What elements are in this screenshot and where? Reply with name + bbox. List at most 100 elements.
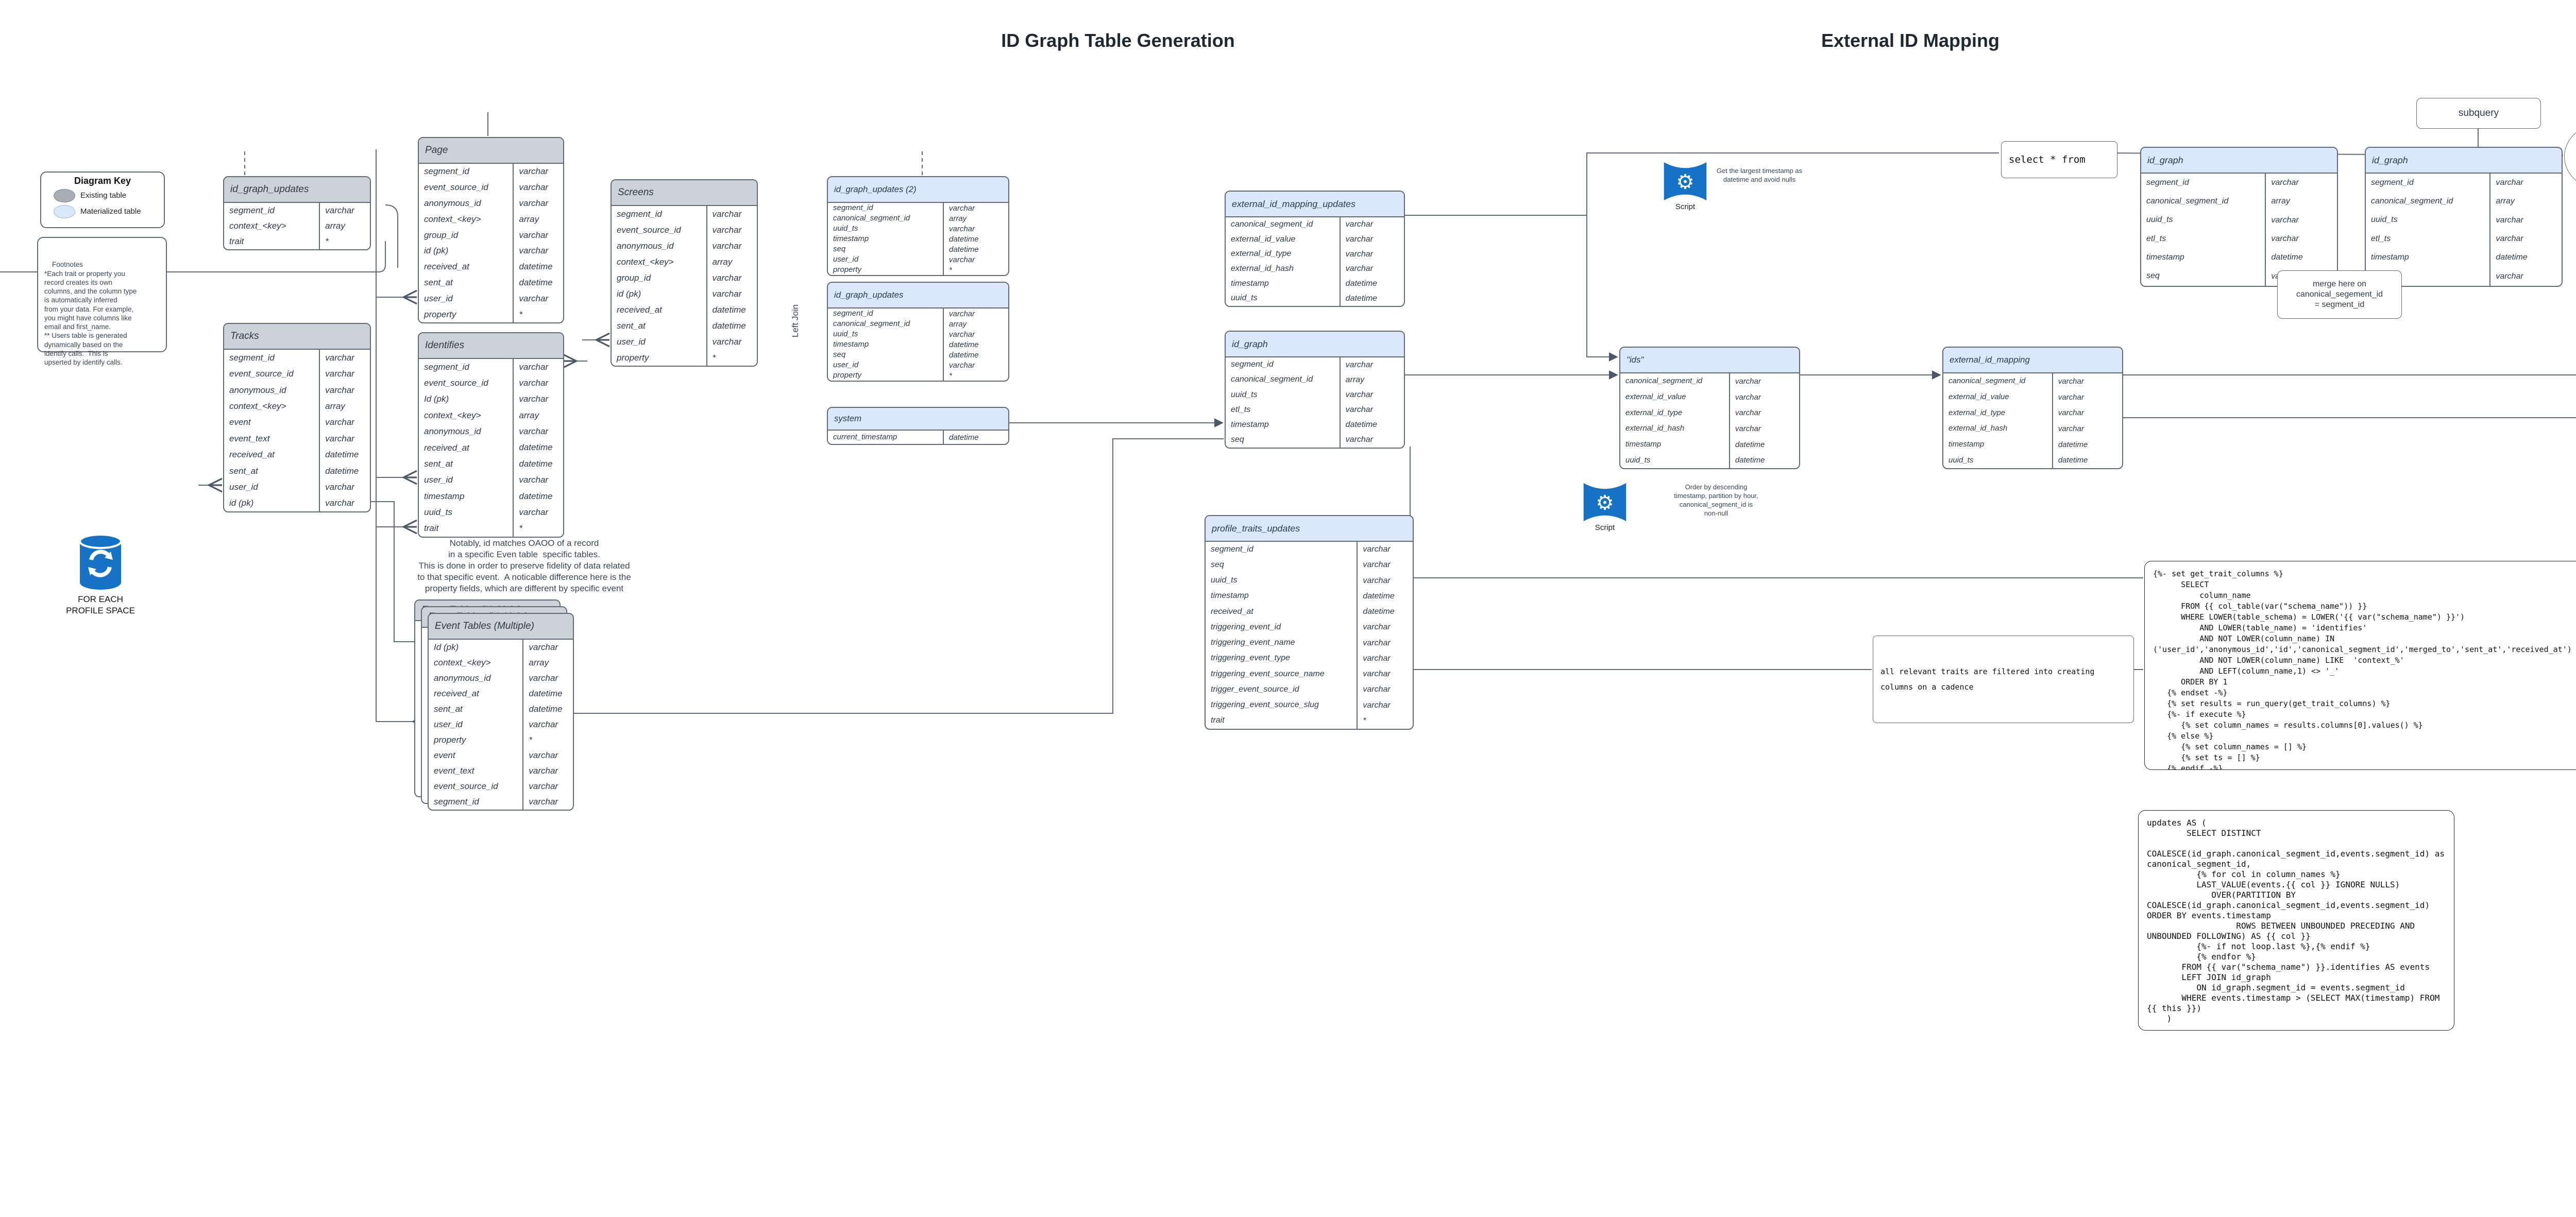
- code-block-jinja-get-trait-columns[interactable]: {%- set get_trait_columns %} SELECT colu…: [2144, 561, 2576, 770]
- field-type: array: [712, 256, 733, 267]
- footnotes[interactable]: Footnotes *Each trait or property you re…: [37, 237, 167, 366]
- field-type: datetime: [949, 234, 979, 244]
- field-name: segment_id: [419, 164, 514, 180]
- field-row-property: property*: [419, 306, 563, 322]
- field-type: array: [1345, 375, 1365, 384]
- field-type: varchar: [529, 719, 558, 729]
- field-type: varchar: [1363, 670, 1391, 679]
- field-type: varchar: [519, 182, 549, 193]
- connector-25: [2121, 417, 2576, 418]
- field-row-context-key: context_<key>array: [612, 254, 757, 270]
- field-type: varchar: [519, 507, 549, 517]
- field-name: trait: [419, 520, 514, 537]
- note-relevant-traits[interactable]: all relevant traits are filtered into cr…: [1873, 636, 2134, 723]
- field-type: varchar: [1345, 235, 1374, 244]
- field-type: varchar: [2058, 376, 2084, 386]
- field-type: varchar: [2496, 234, 2523, 244]
- label-select-from[interactable]: select * from: [2001, 141, 2117, 178]
- field-type: varchar: [1363, 700, 1391, 710]
- field-type: varchar: [712, 209, 742, 219]
- field-name: uuid_ts: [828, 224, 944, 234]
- profile-space-loop[interactable]: FOR EACH PROFILE SPACE: [49, 533, 152, 616]
- field-name: anonymous_id: [419, 423, 514, 440]
- field-type: varchar: [712, 272, 742, 283]
- note-order-by-text: Order by descending timestamp, partition…: [1674, 483, 1758, 517]
- field-row-id-pk: Id (pk)varchar: [429, 640, 573, 655]
- field-name: received_at: [419, 439, 514, 456]
- code-block-sql-updates-cte[interactable]: updates AS ( SELECT DISTINCT COALESCE(id…: [2138, 810, 2454, 1031]
- field-name: uuid_ts: [1620, 452, 1730, 468]
- note-merge-here[interactable]: merge here on canonical_segement_id = se…: [2277, 270, 2402, 319]
- field-name: user_id: [612, 334, 707, 350]
- table-name: id_graph_updates: [834, 290, 904, 300]
- key-item-materialized-table: Materialized table: [46, 204, 159, 218]
- field-row-id-pk: id (pk)varchar: [612, 286, 757, 302]
- field-name: event_source_id: [419, 375, 514, 391]
- field-name: external_id_type: [1226, 247, 1341, 262]
- field-type: varchar: [1735, 392, 1761, 402]
- field-type: varchar: [519, 426, 549, 437]
- field-type: varchar: [1363, 654, 1391, 663]
- field-row-property: property*: [429, 732, 573, 748]
- field-name: canonical_segment_id: [828, 319, 944, 329]
- table-name: Page: [425, 145, 448, 156]
- field-name: timestamp: [1620, 436, 1730, 453]
- field-row-trait: trait*: [1206, 713, 1413, 729]
- field-type: datetime: [325, 466, 359, 476]
- field-name: segment_id: [224, 203, 320, 218]
- table-name: id_graph: [1232, 338, 1268, 349]
- field-type: *: [712, 352, 716, 363]
- label-subquery[interactable]: subquery: [2416, 98, 2541, 129]
- database-sync-icon: [79, 534, 122, 590]
- field-type: array: [2496, 197, 2515, 206]
- field-row-context-key: context_<key>array: [224, 398, 370, 415]
- field-type: varchar: [519, 394, 549, 404]
- label-subquery-text: subquery: [2458, 108, 2499, 119]
- field-name: external_id_value: [1943, 389, 2053, 405]
- script-node-1[interactable]: ⚙ Script: [1663, 161, 1707, 211]
- script-node-2[interactable]: ⚙ Script: [1583, 482, 1627, 532]
- field-name: segment_id: [419, 359, 514, 375]
- field-type: array: [2271, 197, 2290, 206]
- field-type: varchar: [1735, 376, 1761, 386]
- script-label: Script: [1675, 202, 1696, 211]
